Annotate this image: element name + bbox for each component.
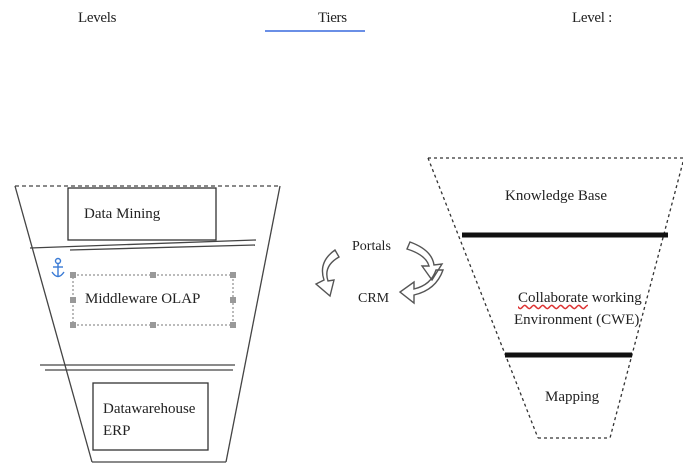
mapping-label: Mapping — [545, 389, 600, 405]
erp-label: ERP — [103, 423, 131, 439]
crm-label: CRM — [358, 291, 390, 306]
middleware-label: Middleware OLAP — [85, 291, 201, 307]
collaborate-word: Collaborate — [518, 290, 588, 306]
tiers-header: Tiers — [318, 10, 347, 26]
tiers-underline — [265, 30, 365, 32]
middleware-selection[interactable] — [70, 272, 236, 328]
datawarehouse-label: Datawarehouse — [103, 401, 196, 417]
data-mining-box[interactable] — [67, 187, 217, 241]
working-word: working — [587, 290, 642, 306]
portals-label: Portals — [352, 239, 391, 254]
data-mining-label: Data Mining — [84, 206, 161, 222]
cycle-arrows-icon — [314, 241, 444, 305]
cwe-label-line1: Collaborate working — [518, 290, 642, 307]
knowledge-base-label: Knowledge Base — [505, 188, 608, 204]
levels-header-right: Level : — [572, 10, 612, 26]
left-funnel-outline — [14, 185, 281, 463]
datawarehouse-box[interactable] — [92, 382, 209, 451]
levels-header-left: Levels — [78, 10, 117, 26]
cwe-label-line2: Environment (CWE) — [514, 312, 640, 328]
anchor-icon — [51, 257, 65, 278]
right-funnel-outline — [427, 157, 683, 439]
